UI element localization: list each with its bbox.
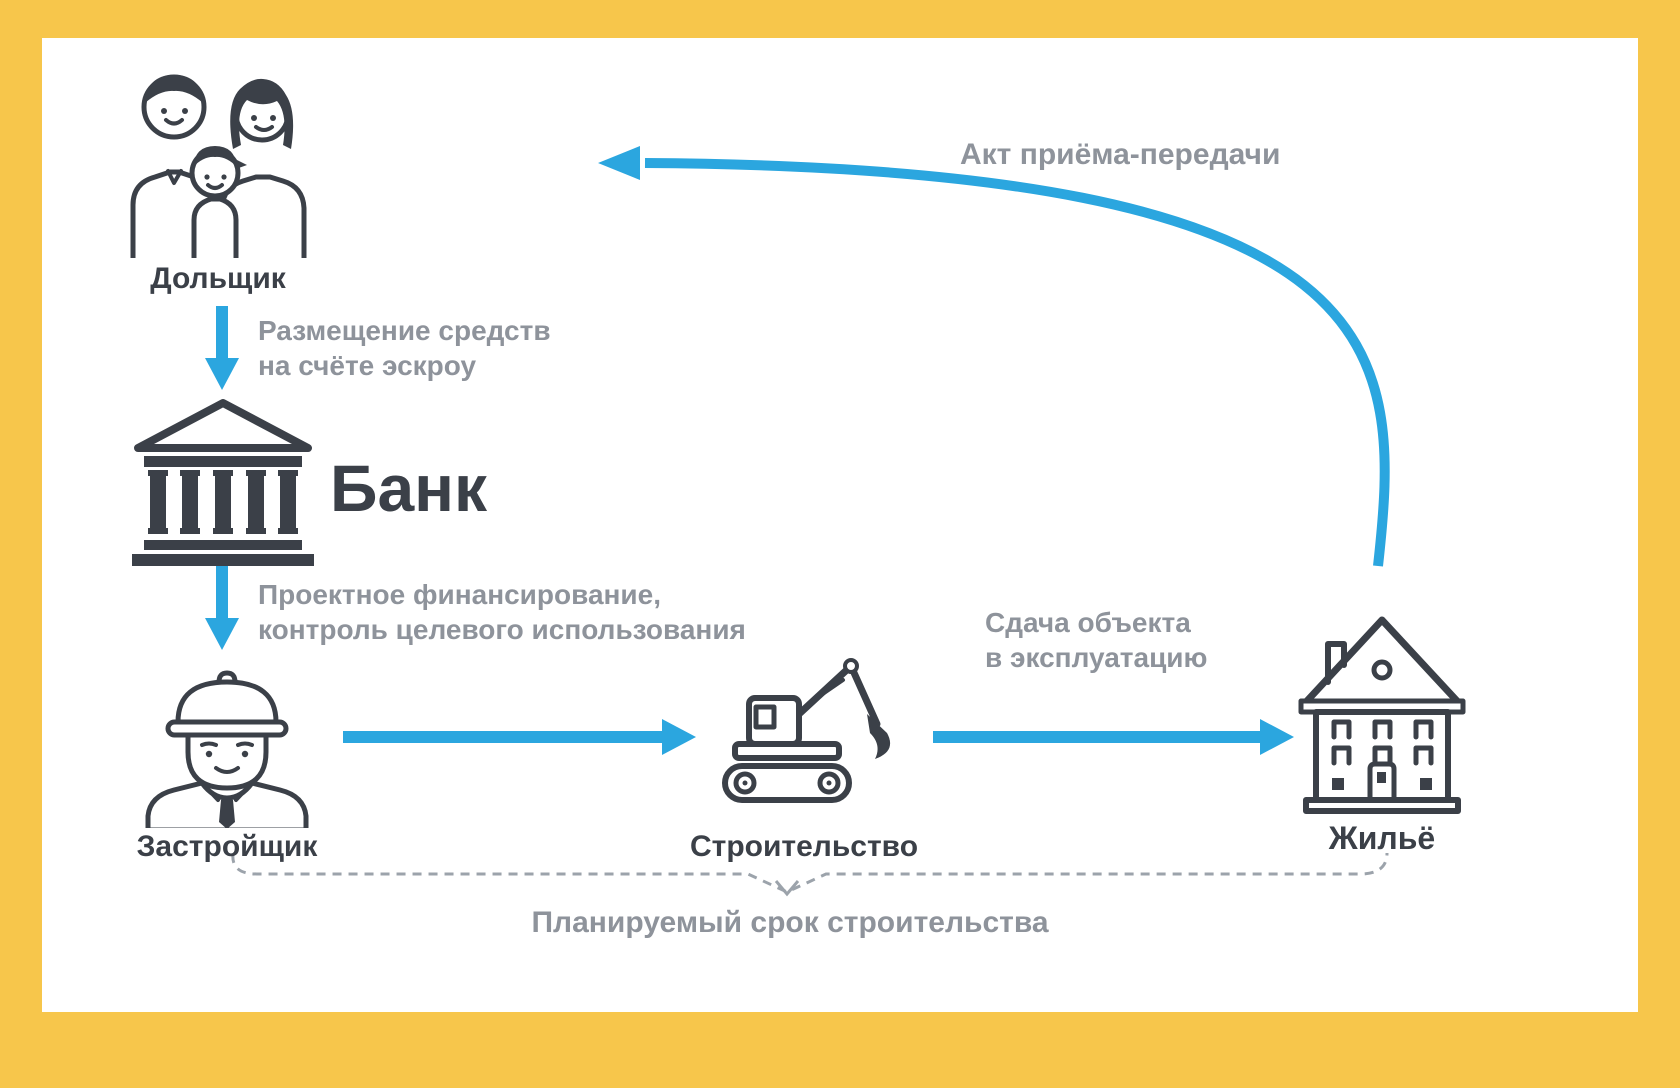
builder-icon [145,670,309,828]
developer-label: Застройщик [136,830,318,863]
excavator-icon [722,658,891,803]
shareholder-label: Дольщик [150,262,286,295]
house-icon [1298,616,1466,814]
escrow-caption: Размещение средств на счёте эскроу [258,315,551,381]
housing-label: Жильё [1328,820,1436,856]
family-icon [130,74,307,258]
construction-label: Строительство [689,830,919,863]
timeline-caption: Планируемый срок строительства [531,906,1049,939]
financing-caption: Проектное финансирование, контроль целев… [258,579,746,645]
bank-icon [132,399,314,566]
commissioning-caption: Сдача объекта в эксплуатацию [985,607,1208,673]
acceptance-caption: Акт приёма-передачи [960,138,1281,171]
bank-label: Банк [330,451,488,525]
